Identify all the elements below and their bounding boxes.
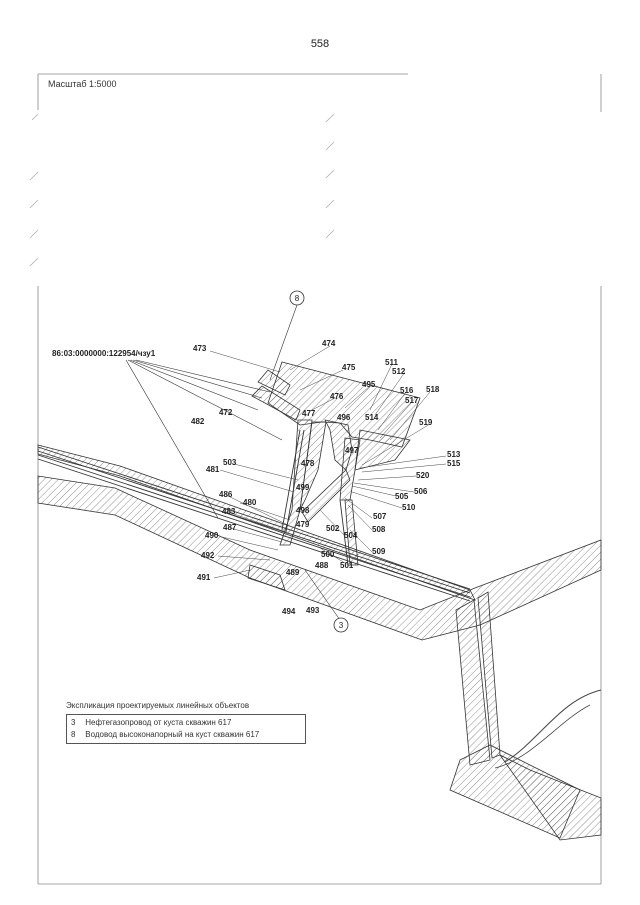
point-label: 472 — [219, 408, 233, 417]
point-label: 492 — [201, 551, 215, 560]
point-label: 473 — [193, 344, 207, 353]
legend-box: 3 Нефтегазопровод от куста скважин 617 8… — [66, 714, 306, 744]
point-label: 479 — [296, 520, 310, 529]
legend-item-text: Нефтегазопровод от куста скважин 617 — [85, 718, 232, 727]
point-label: 481 — [206, 465, 220, 474]
south-road-edge — [494, 704, 591, 769]
point-label: 480 — [243, 498, 257, 507]
legend-item-text: Водовод высоконапорный на куст скважин 6… — [85, 730, 260, 739]
cadastral-leaders — [125, 359, 283, 519]
point-label: 497 — [345, 446, 359, 455]
scale-label: Масштаб 1:5000 — [48, 79, 117, 89]
pad-pipes — [281, 429, 349, 566]
legend-title: Экспликация проектируемых линейных объек… — [66, 701, 250, 710]
point-label: 490 — [205, 531, 219, 540]
point-label: 482 — [191, 417, 205, 426]
point-label: 513 — [447, 450, 461, 459]
point-label: 500 — [321, 550, 335, 559]
point-label: 494 — [282, 607, 296, 616]
page-number: 558 — [310, 38, 330, 50]
point-label: 510 — [402, 503, 416, 512]
point-labels: 473 474 475 511 512 495 516 518 517 476 … — [191, 339, 461, 616]
legend-item-number: 8 — [71, 730, 76, 739]
point-label: 488 — [315, 561, 329, 570]
legend: Экспликация проектируемых линейных объек… — [66, 701, 306, 744]
well-pad — [247, 361, 421, 591]
south-road — [504, 689, 602, 763]
callout-3-label: 3 — [339, 621, 344, 630]
point-label: 483 — [222, 507, 236, 516]
point-label: 495 — [362, 380, 376, 389]
point-label: 491 — [197, 573, 211, 582]
point-label: 507 — [373, 512, 387, 521]
point-label: 505 — [395, 492, 409, 501]
callout-circle — [333, 617, 349, 633]
point-label: 512 — [392, 367, 406, 376]
point-label: 516 — [400, 386, 414, 395]
point-label: 509 — [372, 547, 386, 556]
callout-8-label: 8 — [295, 294, 300, 303]
point-label: 501 — [340, 561, 354, 570]
point-label: 511 — [385, 358, 398, 367]
point-label: 474 — [322, 339, 336, 348]
point-label: 517 — [405, 396, 419, 405]
callout-8: 8 — [289, 290, 305, 306]
point-label: 506 — [414, 487, 428, 496]
point-label: 476 — [330, 392, 344, 401]
point-label: 504 — [344, 531, 358, 540]
south-branch — [449, 591, 602, 841]
point-label: 508 — [372, 525, 386, 534]
point-label: 502 — [326, 524, 340, 533]
point-label: 515 — [447, 459, 461, 468]
point-label: 478 — [301, 459, 315, 468]
sheet-frame — [37, 73, 602, 885]
point-label: 514 — [365, 413, 379, 422]
point-label: 498 — [296, 506, 310, 515]
road-corridor — [37, 444, 602, 641]
point-label: 518 — [426, 385, 440, 394]
legend-item-number: 3 — [71, 718, 76, 727]
callout-3: 3 — [333, 617, 349, 633]
legend-item: 3 Нефтегазопровод от куста скважин 617 — [71, 717, 301, 729]
point-label: 503 — [223, 458, 237, 467]
cadastral-label: 86:03:0000000:122954/чзу1 — [52, 349, 156, 358]
callout-leaders — [269, 304, 341, 621]
point-label: 499 — [296, 483, 310, 492]
point-label: 519 — [419, 418, 433, 427]
legend-item: 8 Водовод высоконапорный на куст скважин… — [71, 729, 301, 741]
point-label: 475 — [342, 363, 356, 372]
point-leaders — [209, 345, 447, 579]
point-label: 487 — [223, 523, 237, 532]
point-label: 477 — [302, 409, 316, 418]
point-label: 493 — [306, 606, 320, 615]
point-label: 486 — [219, 490, 233, 499]
point-label: 520 — [416, 471, 430, 480]
point-label: 489 — [286, 568, 300, 577]
point-label: 496 — [337, 413, 351, 422]
pipeline-north — [37, 446, 471, 602]
grid-ticks — [29, 113, 335, 267]
callout-circle — [289, 290, 305, 306]
